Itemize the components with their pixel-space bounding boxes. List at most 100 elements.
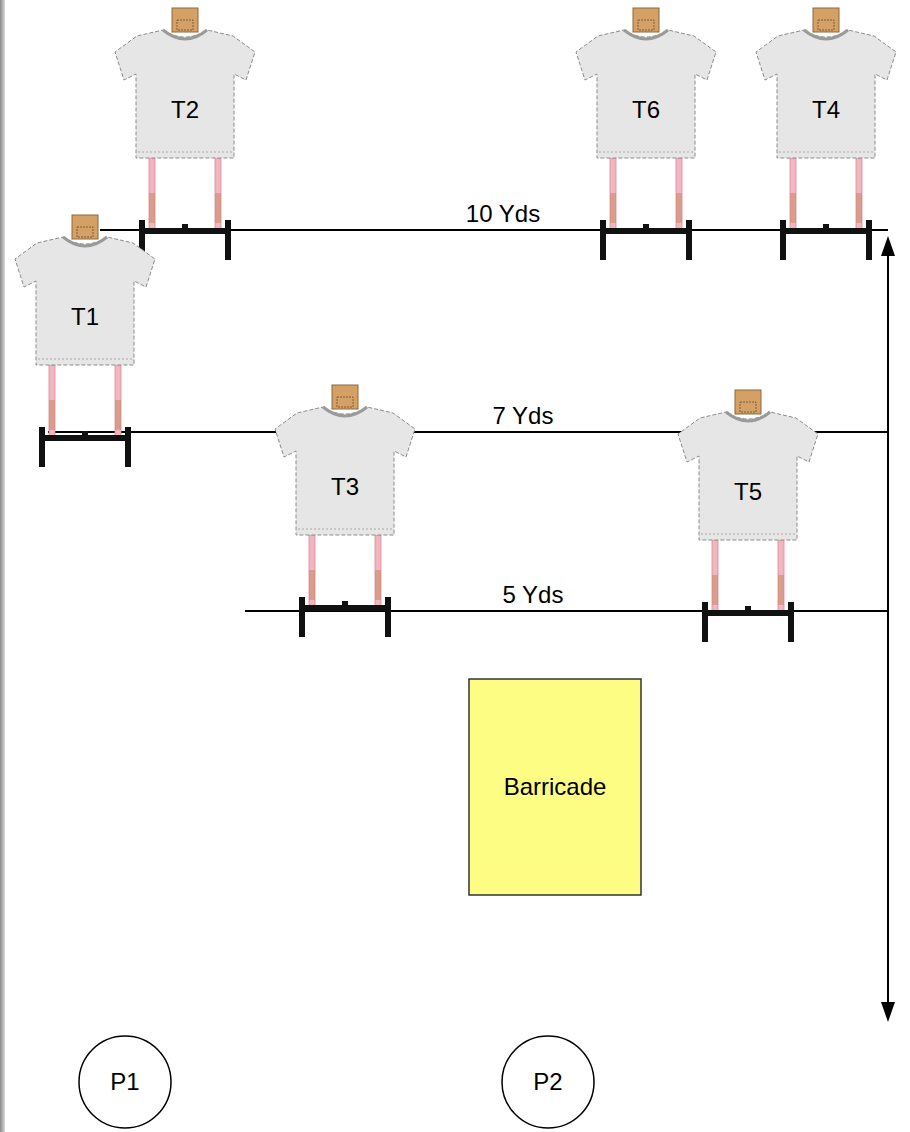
arrow-head <box>881 1002 895 1022</box>
stand-foot <box>125 427 131 467</box>
stand-foot <box>39 427 45 467</box>
node-label: P2 <box>533 1069 562 1095</box>
target-leg <box>610 158 616 230</box>
node-label: T3 <box>331 474 359 500</box>
target-head <box>72 215 98 239</box>
node-label: T6 <box>632 97 660 123</box>
stand-foot <box>702 602 708 642</box>
stand-clamp <box>643 224 649 230</box>
barricade-box: Barricade <box>468 678 642 896</box>
target-head <box>172 8 198 32</box>
target-shape <box>115 8 255 263</box>
target-figure: T6 <box>576 8 716 263</box>
target-figure: T2 <box>115 8 255 263</box>
leg-stain <box>610 193 616 223</box>
target-leg <box>215 158 221 230</box>
stand-foot <box>788 602 794 642</box>
target-leg <box>149 158 155 230</box>
distance-label: 5 Yds <box>503 583 564 607</box>
target-leg <box>712 540 718 612</box>
target-head <box>633 8 659 32</box>
position-circle: P1 <box>78 1035 172 1129</box>
node-label: T4 <box>812 97 840 123</box>
target-shirt <box>678 412 818 540</box>
target-shirt <box>115 30 255 158</box>
head-zone <box>818 20 834 30</box>
target-shape <box>15 215 155 470</box>
leg-stain <box>309 570 315 600</box>
node-label: Barricade <box>504 774 607 800</box>
arrow-head <box>881 236 895 256</box>
target-shape <box>756 8 896 263</box>
target-figure: T5 <box>678 390 818 645</box>
barricade-fill <box>469 679 641 895</box>
stand-foot <box>866 220 872 260</box>
stand-clamp <box>745 606 751 612</box>
stand-foot <box>225 220 231 260</box>
target-leg <box>375 535 381 607</box>
target-shirt <box>756 30 896 158</box>
stand-foot <box>600 220 606 260</box>
stand-foot <box>299 597 305 637</box>
target-head <box>735 390 761 414</box>
leg-stain <box>790 193 796 223</box>
target-figure: T4 <box>756 8 896 263</box>
target-shirt <box>275 407 415 535</box>
leg-stain <box>149 193 155 223</box>
target-leg <box>778 540 784 612</box>
target-figure: T3 <box>275 385 415 640</box>
target-shape <box>576 8 716 263</box>
node-label: T1 <box>71 304 99 330</box>
leg-stain <box>215 193 221 223</box>
stand-foot <box>385 597 391 637</box>
leg-stain <box>676 193 682 223</box>
leg-stain <box>778 575 784 605</box>
target-head <box>813 8 839 32</box>
target-shape <box>678 390 818 645</box>
leg-stain <box>856 193 862 223</box>
leg-stain <box>712 575 718 605</box>
stand-foot <box>686 220 692 260</box>
head-zone <box>177 20 193 30</box>
distance-label: 7 Yds <box>493 404 554 428</box>
shirt-hem <box>701 534 795 535</box>
stand-clamp <box>182 224 188 230</box>
target-figure: T1 <box>15 215 155 470</box>
head-zone <box>77 227 93 237</box>
shirt-hem <box>779 152 873 153</box>
target-leg <box>115 365 121 437</box>
position-circle: P2 <box>501 1035 595 1129</box>
node-label: T2 <box>171 97 199 123</box>
position-ring <box>502 1036 594 1128</box>
range-arrow <box>887 250 889 1008</box>
target-leg <box>49 365 55 437</box>
head-zone <box>638 20 654 30</box>
position-ring <box>79 1036 171 1128</box>
stand-clamp <box>823 224 829 230</box>
distance-label: 10 Yds <box>466 202 540 226</box>
leg-stain <box>375 570 381 600</box>
leg-stain <box>115 400 121 430</box>
node-label: T5 <box>734 479 762 505</box>
leg-stain <box>49 400 55 430</box>
shirt-hem <box>138 152 232 153</box>
page-edge <box>0 0 5 1132</box>
stand-clamp <box>82 431 88 437</box>
target-shape <box>275 385 415 640</box>
target-leg <box>676 158 682 230</box>
shirt-hem <box>298 529 392 530</box>
target-shirt <box>15 237 155 365</box>
stand-foot <box>780 220 786 260</box>
target-leg <box>790 158 796 230</box>
target-shirt <box>576 30 716 158</box>
shirt-hem <box>38 359 132 360</box>
shirt-hem <box>599 152 693 153</box>
head-zone <box>337 397 353 407</box>
node-label: P1 <box>110 1069 139 1095</box>
target-head <box>332 385 358 409</box>
target-leg <box>856 158 862 230</box>
head-zone <box>740 402 756 412</box>
stand-clamp <box>342 601 348 607</box>
target-leg <box>309 535 315 607</box>
